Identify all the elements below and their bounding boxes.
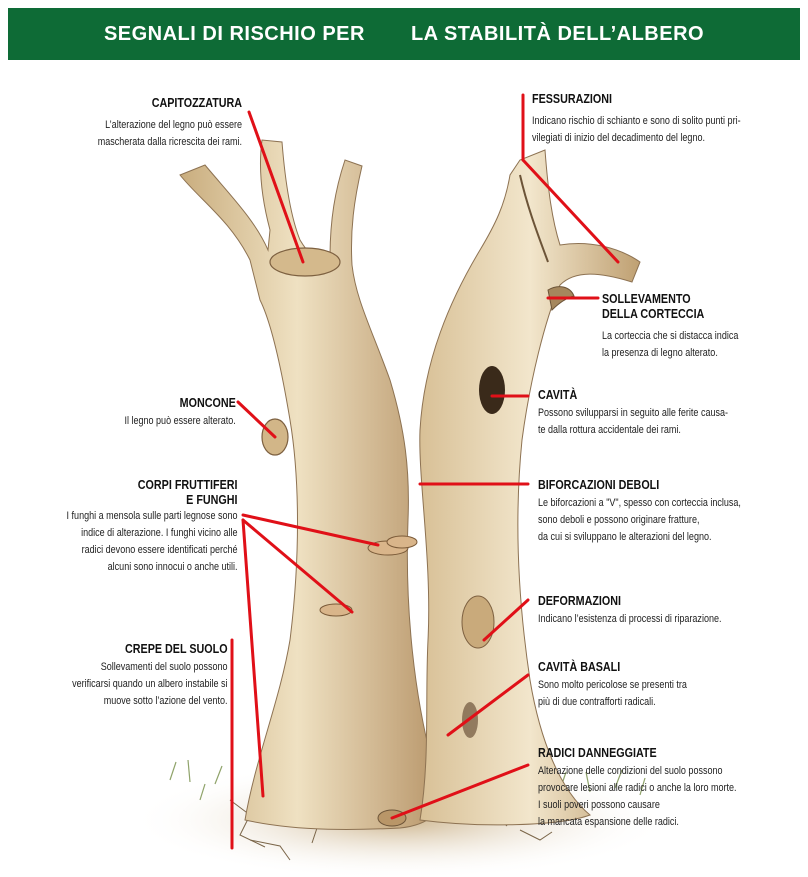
- label-moncone: MONCONE Il legno può essere alterato.: [100, 396, 236, 430]
- moncone-text: Il legno può essere alterato.: [125, 413, 236, 430]
- fessurazioni-title: FESSURAZIONI: [532, 92, 751, 107]
- label-cavita-basali: CAVITÀ BASALI Sono molto pericolose se p…: [538, 660, 720, 711]
- corpi-fruttiferi-title: CORPI FRUTTIFERI E FUNGHI: [59, 478, 238, 508]
- label-cavita: CAVITÀ Possono svilupparsi in seguito al…: [538, 388, 770, 439]
- sollevamento-title: SOLLEVAMENTO DELLA CORTECCIA: [602, 292, 745, 322]
- sollevamento-text: La corteccia che si distacca indica la p…: [602, 328, 738, 362]
- label-biforcazioni: BIFORCAZIONI DEBOLI Le biforcazioni a "V…: [538, 478, 786, 546]
- label-deformazioni: DEFORMAZIONI Indicano l’esistenza di pro…: [538, 594, 762, 628]
- deformazioni-title: DEFORMAZIONI: [538, 594, 730, 609]
- biforcazioni-title: BIFORCAZIONI DEBOLI: [538, 478, 751, 493]
- deformation: [462, 596, 494, 648]
- label-radici-danneggiate: RADICI DANNEGGIATE Alterazione delle con…: [538, 746, 780, 831]
- crepe-text: Sollevamenti del suolo possono verificar…: [73, 659, 228, 710]
- cavita-basali-text: Sono molto pericolose se presenti tra pi…: [538, 677, 687, 711]
- pollard-cut: [270, 248, 340, 276]
- label-sollevamento-corteccia: SOLLEVAMENTO DELLA CORTECCIA La cortecci…: [602, 292, 768, 362]
- deformazioni-text: Indicano l’esistenza di processi di ripa…: [538, 611, 722, 628]
- crepe-title: CREPE DEL SUOLO: [65, 642, 228, 657]
- label-capitozzatura: CAPITOZZATURA L’alterazione del legno pu…: [66, 96, 242, 151]
- capitozzatura-text: L’alterazione del legno può essere masch…: [98, 117, 242, 151]
- label-corpi-fruttiferi: CORPI FRUTTIFERI E FUNGHI I funghi a men…: [29, 478, 238, 576]
- fessurazioni-text: Indicano rischio di schianto e sono di s…: [532, 113, 741, 147]
- moncone-title: MONCONE: [119, 396, 236, 411]
- radici-title: RADICI DANNEGGIATE: [538, 746, 746, 761]
- corpi-fruttiferi-text: I funghi a mensola sulle parti legnose s…: [67, 508, 238, 576]
- radici-text: Alterazione delle condizioni del suolo p…: [538, 763, 737, 831]
- label-fessurazioni: FESSURAZIONI Indicano rischio di schiant…: [532, 92, 786, 147]
- biforcazioni-text: Le biforcazioni a "V", spesso con cortec…: [538, 495, 741, 546]
- cavity: [479, 366, 505, 414]
- capitozzatura-title: CAPITOZZATURA: [91, 96, 242, 111]
- cavita-basali-title: CAVITÀ BASALI: [538, 660, 694, 675]
- line-moncone: [238, 402, 275, 437]
- line-fungi-3: [243, 520, 263, 796]
- cavita-title: CAVITÀ: [538, 388, 737, 403]
- label-crepe-suolo: CREPE DEL SUOLO Sollevamenti del suolo p…: [38, 642, 228, 710]
- cavita-text: Possono svilupparsi in seguito alle feri…: [538, 405, 728, 439]
